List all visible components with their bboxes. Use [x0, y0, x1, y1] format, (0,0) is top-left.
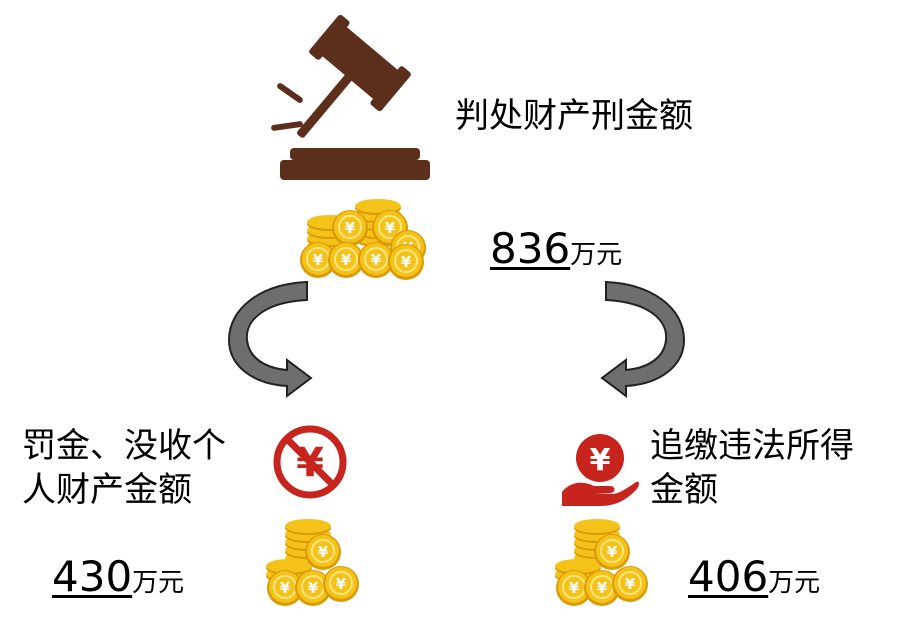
hand-yuan-icon: ¥ [562, 434, 639, 506]
right-amount: 406万元 [688, 556, 820, 598]
left-curved-arrow-icon [227, 280, 313, 398]
no-yuan-icon: ¥ [273, 425, 347, 499]
coin-pile-left-icon [266, 519, 360, 607]
top-amount: 836万元 [490, 228, 622, 270]
coin-pile-right-icon [555, 519, 649, 607]
right-amount-value: 406 [688, 552, 769, 601]
left-amount-value: 430 [52, 552, 133, 601]
left-title-line2: 人财产金额 [22, 470, 192, 510]
left-amount: 430万元 [52, 556, 184, 598]
svg-text:¥: ¥ [590, 443, 611, 478]
top-amount-value: 836 [490, 224, 571, 273]
right-title-line2: 金额 [650, 470, 718, 510]
left-amount-unit: 万元 [132, 568, 185, 598]
right-amount-unit: 万元 [768, 568, 821, 598]
coin-pile-top-icon [299, 199, 427, 281]
top-title: 判处财产刑金额 [455, 96, 693, 136]
left-title-line1: 罚金、没收个 [22, 426, 226, 466]
top-amount-unit: 万元 [570, 240, 623, 270]
right-title-line1: 追缴违法所得 [650, 426, 854, 466]
gavel-icon [271, 14, 430, 180]
right-curved-arrow-icon [600, 280, 686, 398]
